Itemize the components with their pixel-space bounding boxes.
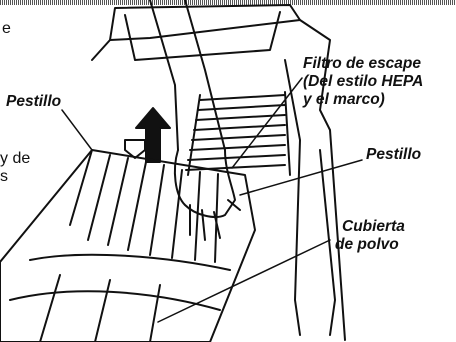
hand bbox=[173, 149, 236, 218]
cut-text-mid-2: s bbox=[0, 168, 8, 185]
cut-text-mid-1: y de bbox=[0, 150, 31, 167]
open-lid bbox=[109, 4, 301, 41]
cut-text-top: e bbox=[2, 20, 11, 37]
arm bbox=[149, 0, 226, 151]
housing-inner bbox=[284, 59, 301, 336]
pull-arrow bbox=[135, 107, 171, 163]
label-filter-line-2: (Del estilo HEPA bbox=[303, 73, 424, 90]
housing-body bbox=[91, 19, 346, 341]
label-cover-line-2: de polvo bbox=[335, 236, 399, 253]
dust-cover-outline bbox=[0, 149, 256, 342]
fingers bbox=[189, 199, 241, 241]
label-latch-left: Pestillo bbox=[6, 93, 62, 110]
leader-latch-left bbox=[61, 109, 93, 151]
latch-left-shape bbox=[124, 139, 146, 159]
dust-cover-grille bbox=[9, 149, 231, 342]
label-filter-line-3: y el marco) bbox=[303, 91, 385, 108]
label-cover-line-1: Cubierta bbox=[342, 218, 405, 235]
top-pattern-strip bbox=[0, 0, 456, 5]
leader-latch-right bbox=[239, 159, 363, 196]
leader-filter bbox=[231, 77, 303, 169]
leader-dust-cover bbox=[157, 239, 331, 323]
hepa-filter-pleats bbox=[185, 91, 291, 176]
label-filter-line-1: Filtro de escape bbox=[303, 55, 422, 72]
housing-side bbox=[319, 149, 336, 336]
label-latch-right: Pestillo bbox=[366, 146, 422, 163]
lid-inner bbox=[124, 11, 281, 61]
